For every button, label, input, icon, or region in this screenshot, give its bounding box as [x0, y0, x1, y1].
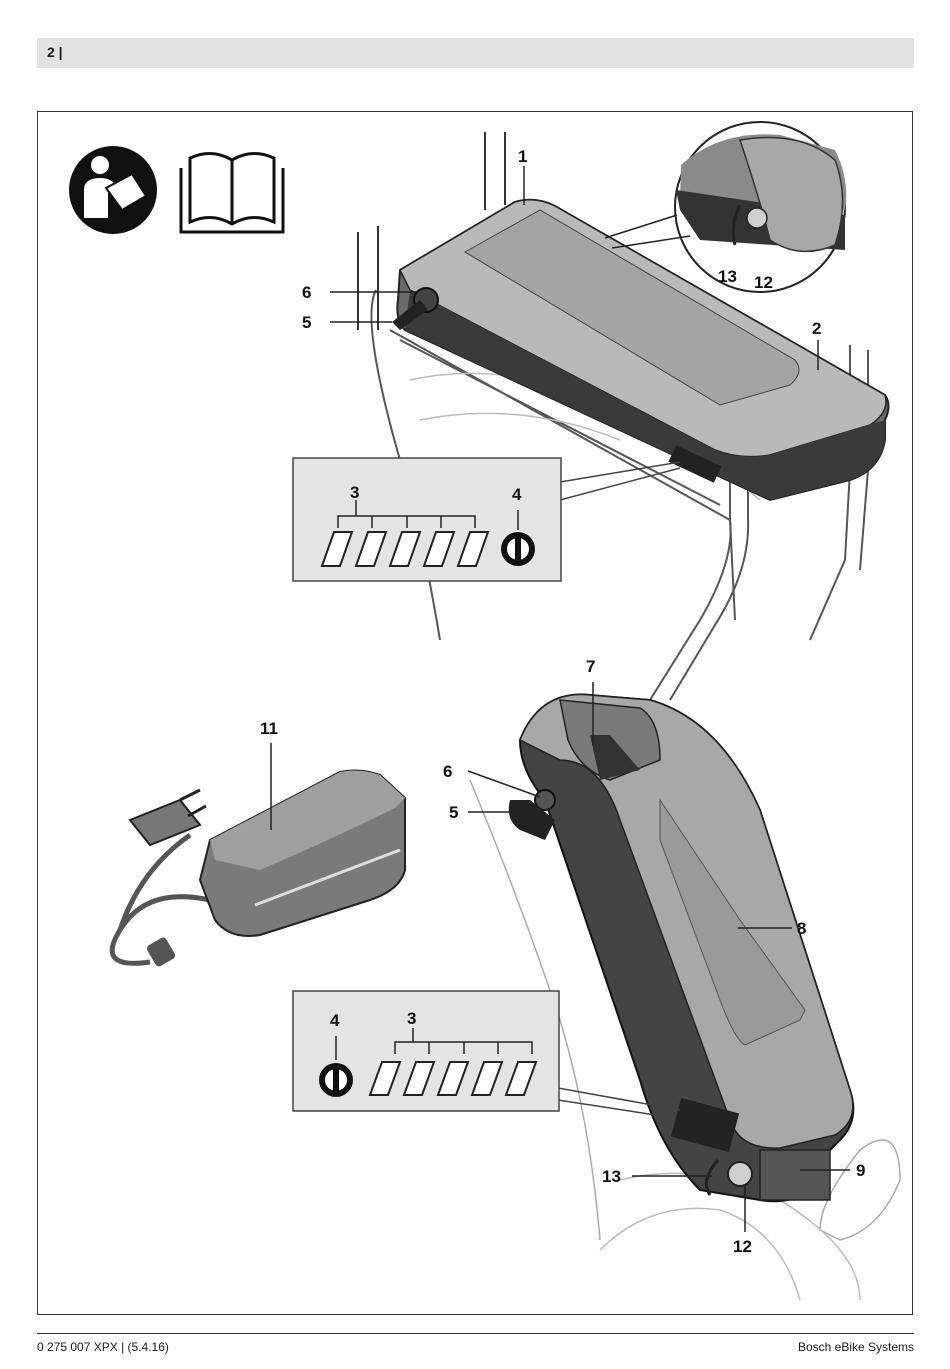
label-8: 8 [797, 919, 806, 938]
label-4-top: 4 [512, 485, 522, 504]
label-3-bottom: 3 [407, 1009, 416, 1028]
label-13-top: 13 [718, 267, 737, 286]
label-5-top: 5 [302, 313, 311, 332]
read-manual-icon [69, 146, 157, 234]
label-3-top: 3 [350, 483, 359, 502]
label-5-bottom: 5 [449, 803, 458, 822]
label-2: 2 [812, 319, 821, 338]
label-11: 11 [260, 719, 278, 738]
book-icon [181, 153, 283, 232]
label-1: 1 [518, 147, 527, 166]
label-13-bottom: 13 [602, 1167, 621, 1186]
footer-divider [37, 1333, 914, 1334]
label-6-bottom: 6 [443, 762, 452, 781]
footer-doc-id: 0 275 007 XPX | (5.4.16) [37, 1340, 169, 1354]
footer-brand: Bosch eBike Systems [798, 1340, 914, 1354]
charger [112, 771, 405, 968]
label-12-top: 12 [754, 273, 773, 292]
indicator-panel-top [293, 458, 680, 581]
label-12-bottom: 12 [733, 1237, 752, 1256]
label-9: 9 [856, 1161, 865, 1180]
label-4-bottom: 4 [330, 1011, 340, 1030]
label-6-top: 6 [302, 283, 311, 302]
label-7: 7 [586, 657, 595, 676]
